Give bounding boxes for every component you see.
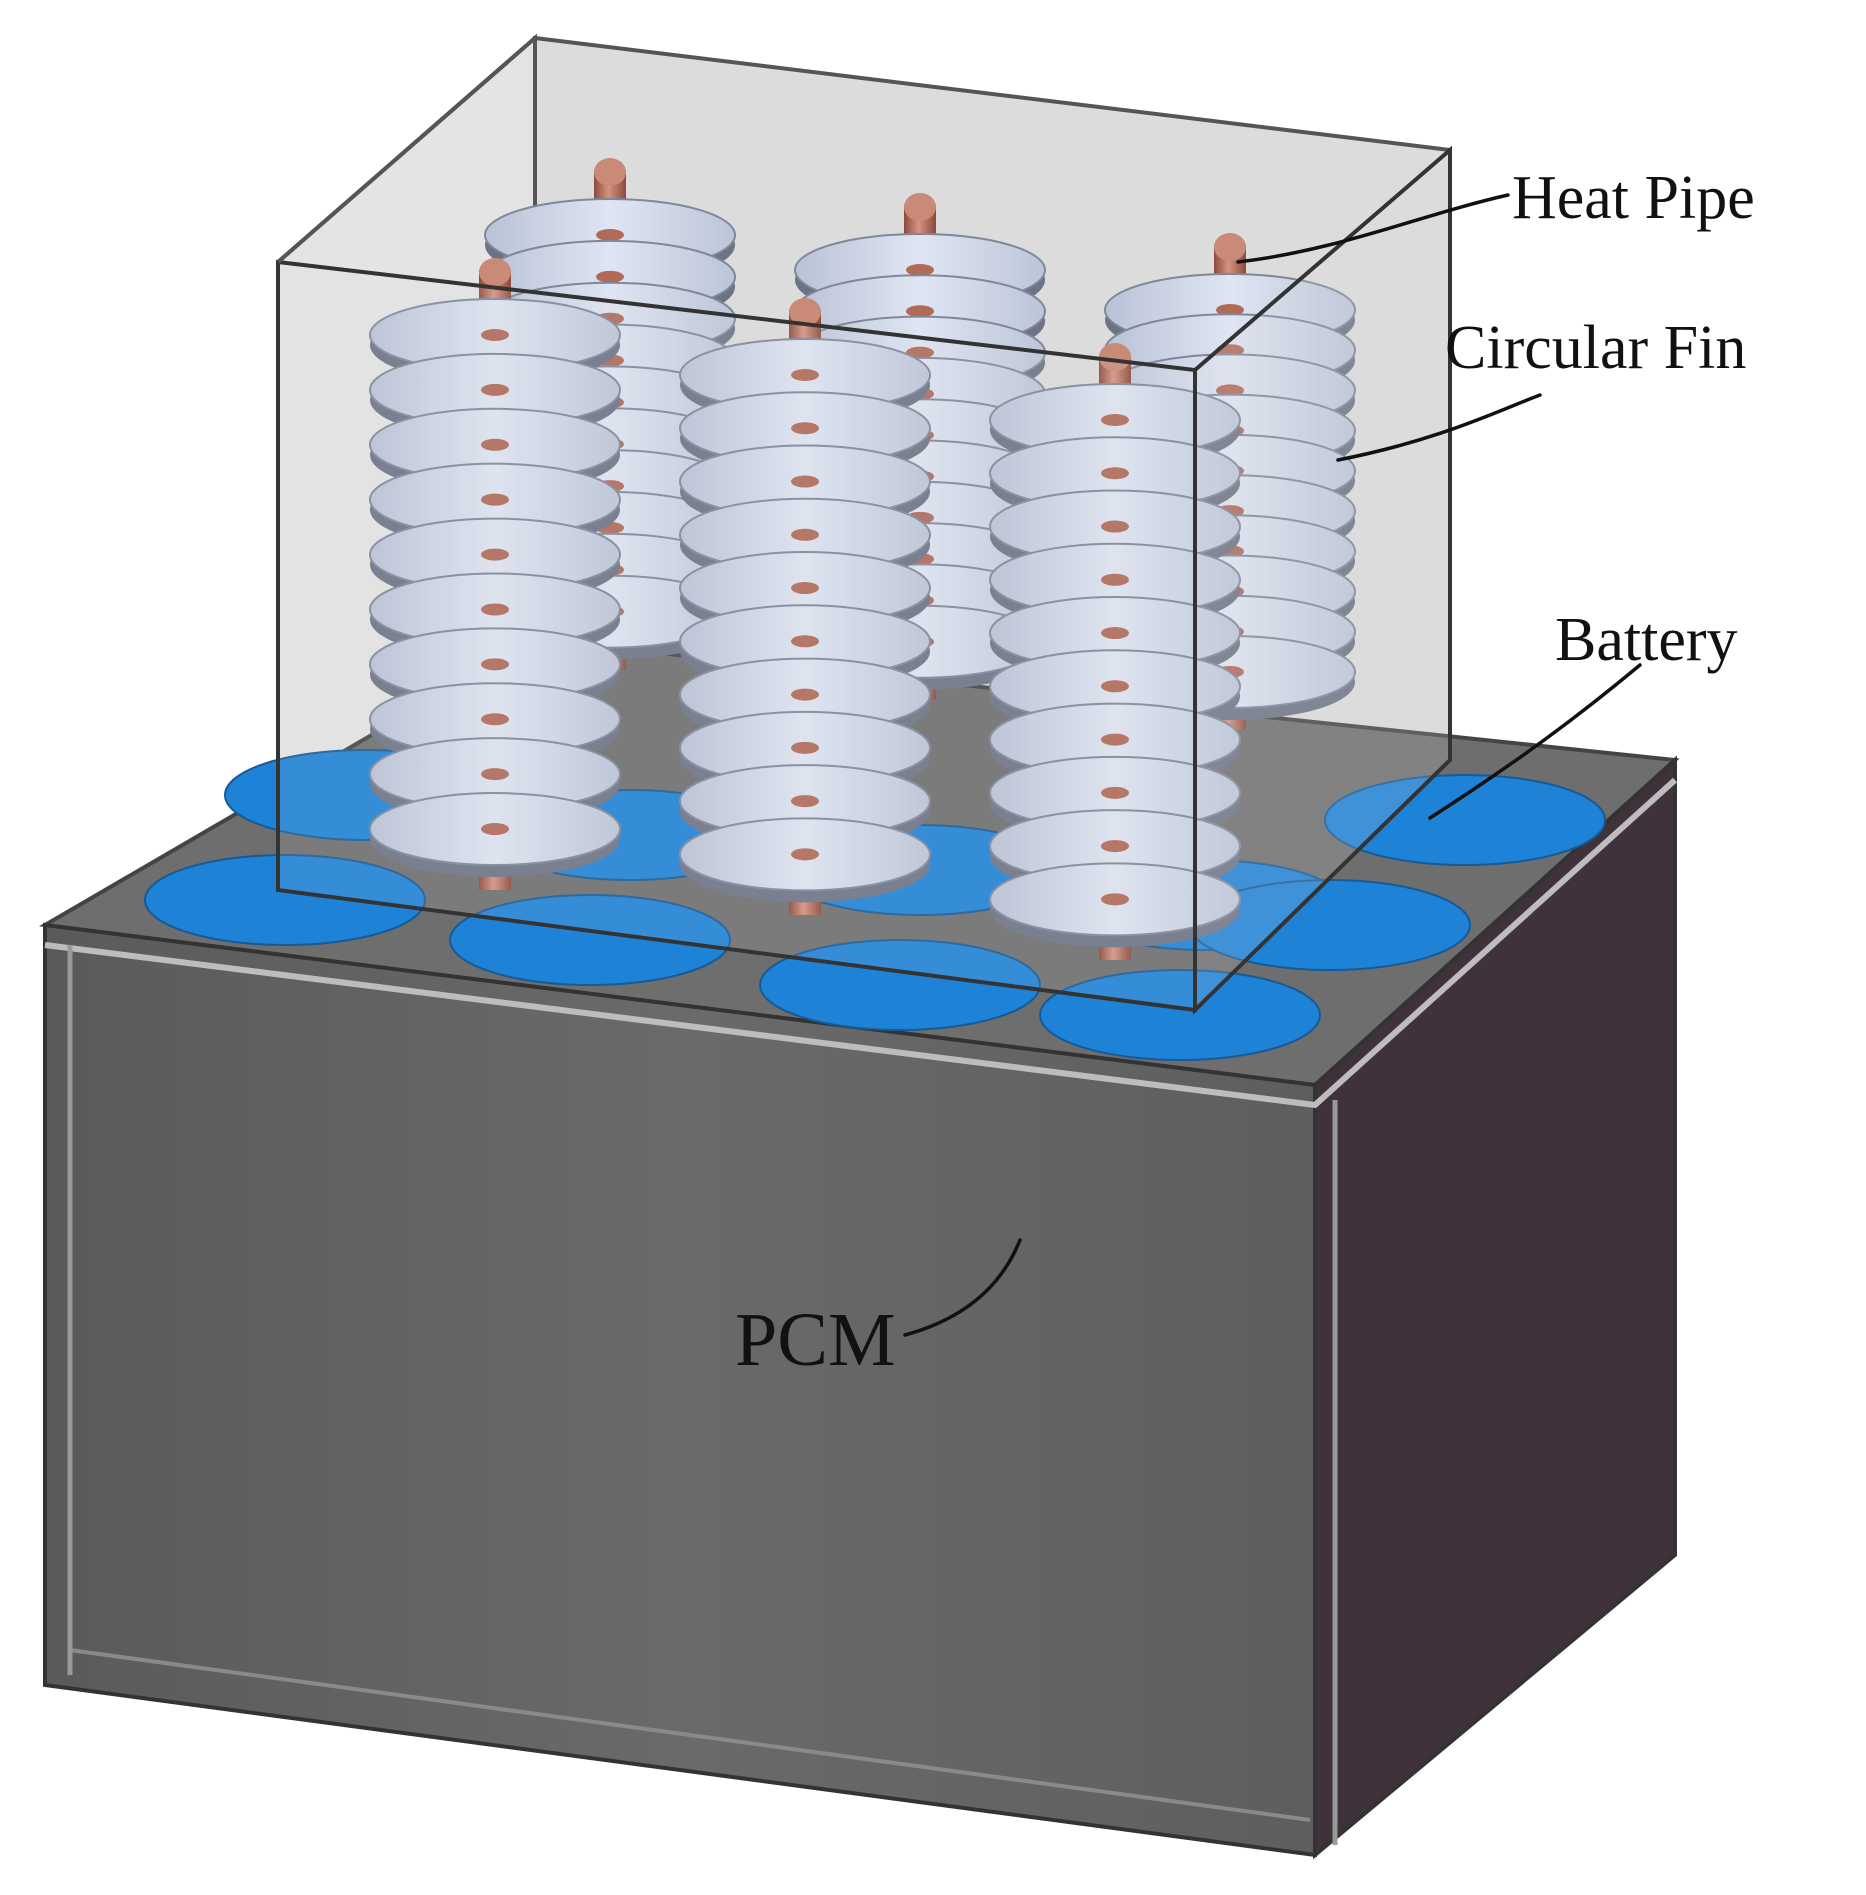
heat-pipe-section [791, 528, 819, 541]
pcm-front-face [43, 922, 1317, 1858]
battery-label: Battery [1555, 606, 1738, 674]
heat-pipe-section [1101, 733, 1129, 746]
pcm-label: PCM [735, 1298, 896, 1382]
heat-pipe-section [906, 346, 934, 359]
heat-pipe-section [791, 688, 819, 701]
heat-pipe-section [791, 475, 819, 488]
battery-leader [1428, 663, 1642, 820]
heat-pipe-section [906, 264, 934, 276]
heat-pipe-section [481, 658, 509, 671]
heat-pipe-section [1101, 520, 1129, 533]
heat-pipe-section [1101, 627, 1129, 640]
heat-pipe-section [481, 329, 509, 341]
heat-pipe-section [1101, 680, 1129, 693]
heat-pipe-section [791, 795, 819, 808]
heat-pipe-section [791, 848, 819, 861]
heat-pipe-assembly [679, 298, 931, 915]
heat-pipe-section [481, 548, 509, 561]
heat-pipe-leader [1236, 193, 1510, 264]
heat-pipe-section [1101, 414, 1129, 426]
heat-pipe-section [481, 383, 509, 396]
heat-pipe-section [1216, 304, 1244, 316]
heat-pipe-section [791, 369, 819, 381]
heat-pipe-section [481, 493, 509, 506]
heat-pipe-section [1101, 893, 1129, 906]
circular-fin-leader [1336, 393, 1542, 462]
heat-pipe-section [596, 270, 624, 283]
heat-pipe-cap [789, 298, 821, 326]
heat-pipe-section [596, 229, 624, 241]
battery-cell [449, 894, 731, 986]
callouts: Heat Pipe Circular Fin Battery PCM [735, 164, 1755, 1382]
heat-pipe-section [481, 603, 509, 616]
heat-pipe-section [791, 422, 819, 435]
heat-pipe-section [1101, 467, 1129, 480]
heat-pipe-section [1101, 786, 1129, 799]
heat-pipe-section [481, 438, 509, 451]
heat-pipe-section [791, 582, 819, 595]
heat-pipe-assembly [369, 258, 621, 890]
heat-pipe-section [791, 635, 819, 648]
heat-pipe-section [481, 768, 509, 781]
heat-pipe-section [1101, 573, 1129, 586]
heat-pipe-section [791, 741, 819, 754]
pcm-leader [903, 1238, 1022, 1337]
circular-fin-label: Circular Fin [1445, 314, 1746, 382]
battery-cell [1324, 774, 1606, 866]
heat-pipe-section [481, 713, 509, 726]
pcm-side-face [1313, 755, 1677, 1860]
heat-pipe-cap [479, 258, 511, 286]
heat-pipe-assemblies [369, 158, 1356, 960]
heat-pipe-section [481, 823, 509, 836]
heat-pipe-cap [1099, 343, 1131, 371]
enclosure-front [276, 36, 1452, 1015]
heat-pipe-cap [904, 193, 936, 221]
battery-cell [144, 854, 426, 946]
heat-pipe-label: Heat Pipe [1512, 164, 1755, 232]
battery-cell [1039, 969, 1321, 1061]
heat-pipe-assembly [989, 343, 1241, 960]
heat-pipe-section [906, 305, 934, 318]
heat-pipe-section [1101, 840, 1129, 853]
heat-pipe-section [1216, 384, 1244, 397]
heat-pipe-cap [1214, 233, 1246, 261]
heat-pipe-cap [594, 158, 626, 186]
